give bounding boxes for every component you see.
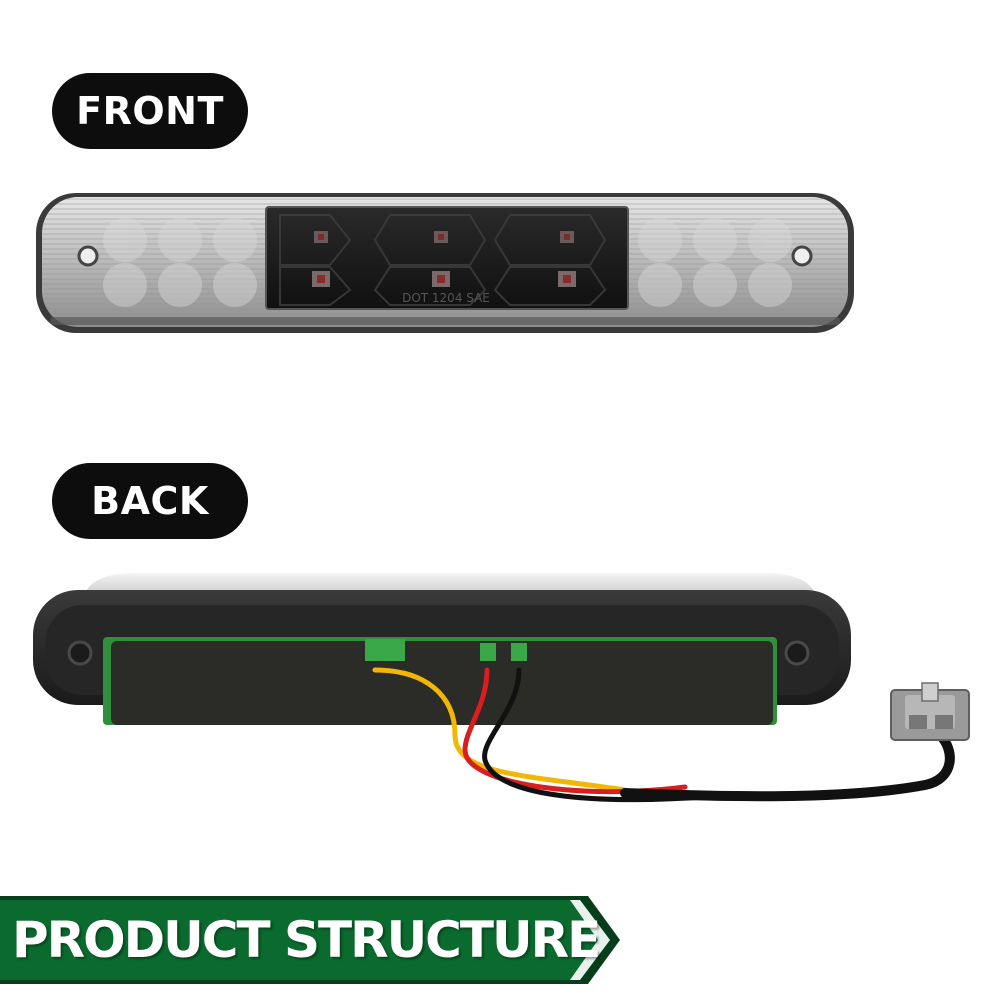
banner-title: PRODUCT STRUCTURE — [12, 911, 601, 969]
foam-pad — [111, 641, 773, 725]
led-icon — [312, 231, 576, 287]
mounting-hole-icon — [67, 640, 810, 666]
back-label-text: BACK — [91, 479, 209, 523]
mounting-hole-icon — [77, 245, 813, 267]
lens-marking: DOT 1204 SAE — [402, 291, 490, 305]
front-label-text: FRONT — [76, 89, 224, 133]
chevron-right-icon — [570, 900, 610, 980]
front-label: FRONT — [52, 73, 248, 149]
front-light-photo: DOT 1204 SAE — [36, 193, 854, 333]
back-light-photo — [33, 573, 970, 803]
led-bay — [265, 206, 629, 310]
clear-lens-edge — [85, 573, 815, 593]
back-label: BACK — [52, 463, 248, 539]
wire-harness — [372, 667, 955, 803]
connector-icon — [890, 682, 970, 741]
product-structure-banner — [0, 896, 620, 984]
